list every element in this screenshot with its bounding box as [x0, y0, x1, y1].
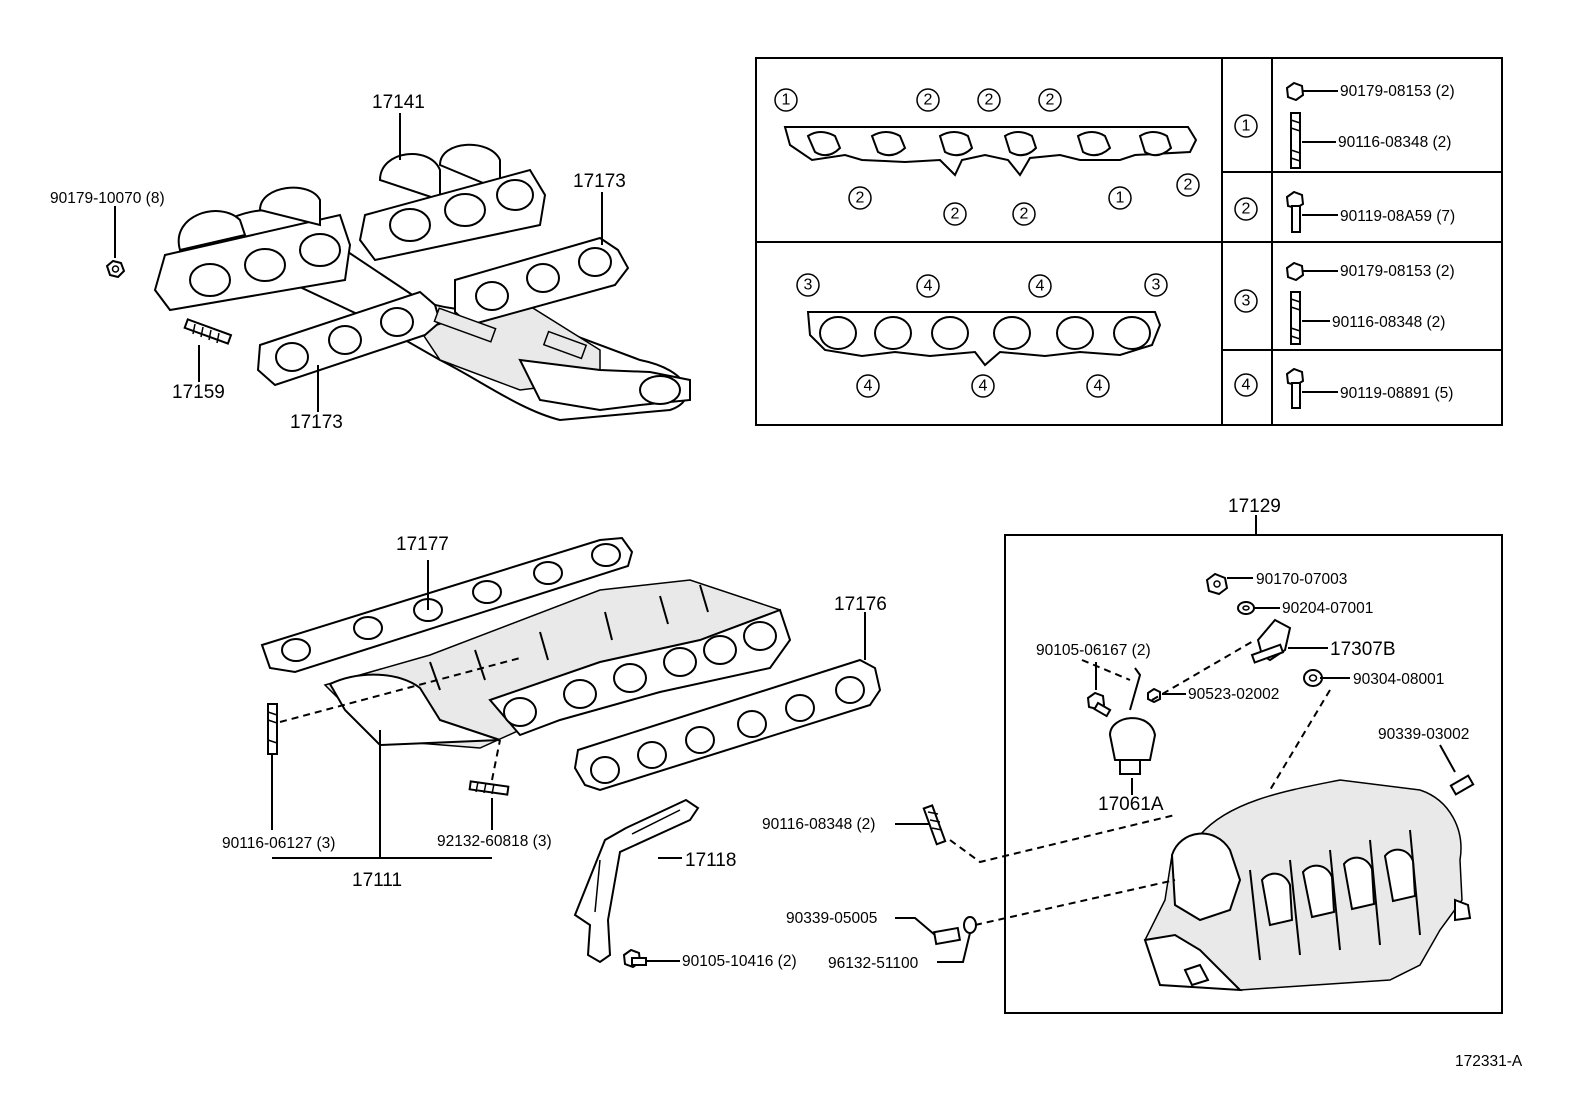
- flange-bolt-icon: [1285, 367, 1305, 409]
- table-part-number: 90119-08A59 (7): [1340, 208, 1455, 225]
- washer-icon: [1237, 601, 1255, 615]
- mark-circle: 3 4 4 3: [796, 273, 1168, 298]
- stud-icon: [468, 780, 510, 796]
- plenum-stud-label: 90116-08348 (2): [762, 816, 875, 833]
- plenum-clamp-label: 96132-51100: [828, 955, 919, 972]
- grommet-icon: [1303, 669, 1323, 687]
- hex-nut-icon: [105, 259, 126, 279]
- flange-nut-icon: [1285, 81, 1305, 102]
- plenum-bracket-label: 17307B: [1330, 639, 1396, 660]
- svg-text:4: 4: [864, 378, 873, 395]
- vsv-bracket: [1250, 618, 1292, 664]
- stay-bolt-label: 90105-10416 (2): [682, 953, 797, 970]
- bolt-icon: [1086, 691, 1112, 718]
- plenum-actuator-label: 17061A: [1098, 794, 1164, 815]
- intake-manifold-label: 17111: [352, 870, 402, 891]
- plenum-plug-left-label: 90339-05005: [786, 910, 877, 927]
- svg-text:2: 2: [924, 92, 933, 109]
- stay-label: 17118: [685, 850, 736, 871]
- svg-text:2: 2: [856, 190, 865, 207]
- intake-stud-a-label: 90116-06127 (3): [222, 835, 335, 852]
- hex-nut-icon: [1205, 572, 1229, 596]
- plenum-group: 17129: [762, 496, 1503, 1014]
- table-part-number: 90179-08153 (2): [1340, 263, 1455, 280]
- svg-text:4: 4: [1242, 377, 1251, 394]
- table-part-number: 90116-08348 (2): [1338, 134, 1451, 151]
- exhaust-manifold-group: 17141 90179-10070 (8) 17173 17159 17173: [50, 92, 691, 433]
- stud-icon: [922, 804, 947, 846]
- flange-nut-icon: [1285, 261, 1305, 282]
- exhaust-gasket-diagram: [783, 126, 1198, 177]
- svg-text:4: 4: [1094, 378, 1103, 395]
- manifold-stay: [573, 798, 700, 964]
- intake-gasket-upper-label: 17177: [396, 534, 449, 555]
- plenum-clip-label: 90523-02002: [1188, 686, 1279, 703]
- clip-icon: [1147, 687, 1161, 704]
- plenum-bolt-label: 90105-06167 (2): [1036, 642, 1151, 659]
- svg-text:2: 2: [1020, 206, 1029, 223]
- plenum-washer-label: 90204-07001: [1282, 600, 1373, 617]
- plenum-grommet-label: 90304-08001: [1353, 671, 1444, 688]
- intake-gasket-lower-label: 17176: [834, 594, 887, 615]
- svg-text:2: 2: [985, 92, 994, 109]
- plenum-nut-label: 90170-07003: [1256, 571, 1347, 588]
- svg-text:4: 4: [924, 278, 933, 295]
- flange-bolt-icon: [1285, 190, 1305, 233]
- vsv-actuator: [1108, 667, 1157, 775]
- stud-icon: [1290, 291, 1301, 345]
- table-part-number: 90116-08348 (2): [1332, 314, 1445, 331]
- intake-manifold-group: 17177 17176 90116-06127 (3) 92132-60818 …: [222, 534, 887, 970]
- svg-text:2: 2: [951, 206, 960, 223]
- stud-icon: [1290, 112, 1301, 169]
- svg-text:1: 1: [1116, 190, 1125, 207]
- svg-text:1: 1: [782, 92, 791, 109]
- intake-stud-b-label: 92132-60818 (3): [437, 833, 552, 850]
- svg-text:4: 4: [1036, 278, 1045, 295]
- mark-circle: 4 4 4: [856, 374, 1110, 398]
- hose-clamp-icon: [963, 916, 977, 934]
- exhaust-gasket-right-label: 17173: [573, 171, 626, 192]
- svg-text:3: 3: [1242, 293, 1251, 310]
- exhaust-gasket-left-label: 17173: [290, 412, 343, 433]
- plenum-assembly-label: 17129: [1228, 496, 1281, 517]
- intake-gasket-diagram: [806, 311, 1162, 367]
- svg-text:3: 3: [804, 277, 813, 294]
- svg-text:2: 2: [1242, 201, 1251, 218]
- plenum-plug-right-label: 90339-03002: [1378, 726, 1469, 743]
- stud-icon: [267, 703, 278, 755]
- table-part-number: 90119-08891 (5): [1340, 385, 1453, 402]
- mark-circle: 1 2 2 2: [774, 88, 1062, 112]
- plug-icon: [1449, 774, 1475, 796]
- diagram-id: 172331-A: [1455, 1053, 1523, 1070]
- exhaust-stud-label: 17159: [172, 382, 225, 403]
- plug-icon: [932, 926, 962, 946]
- svg-text:2: 2: [1184, 177, 1193, 194]
- svg-text:3: 3: [1152, 277, 1161, 294]
- svg-text:4: 4: [979, 378, 988, 395]
- exhaust-nut-label: 90179-10070 (8): [50, 190, 165, 207]
- mark-circle: 2 2 2 1 2: [848, 173, 1200, 226]
- fastener-table: 1 2 2 2 2 2 2 1 2 3 4 4: [755, 57, 1503, 426]
- intake-plenum: [1144, 779, 1463, 991]
- exhaust-manifold-label: 17141: [372, 92, 425, 113]
- table-part-number: 90179-08153 (2): [1340, 83, 1455, 100]
- stud-icon: [183, 318, 233, 345]
- svg-text:1: 1: [1242, 118, 1251, 135]
- table-row-mark: 1 2 3 4: [1234, 114, 1258, 397]
- bolt-icon: [622, 948, 647, 969]
- svg-text:2: 2: [1046, 92, 1055, 109]
